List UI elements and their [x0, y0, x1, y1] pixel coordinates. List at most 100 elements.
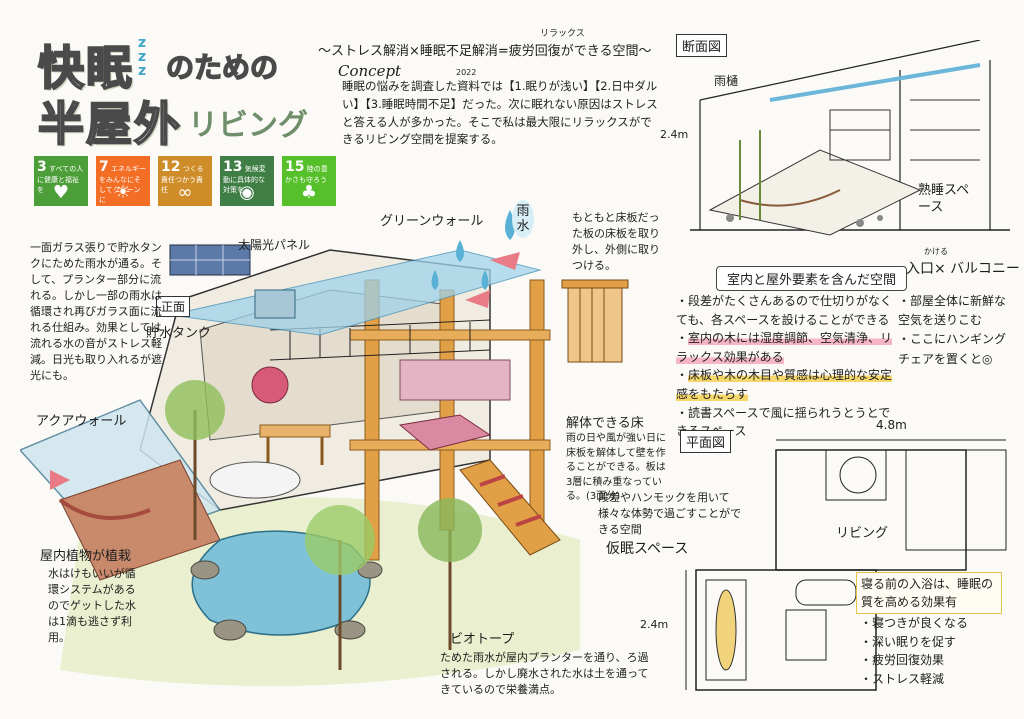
infinity-icon: ∞ — [177, 182, 193, 203]
plan-width-label: 4.8m — [876, 418, 907, 432]
bath-item-sleep-onset: 寝つきが良くなる — [872, 616, 969, 630]
sdg-15-number: 15 — [285, 159, 305, 175]
note-aqua-wall: 一面ガラス張りで貯水タンクにためた雨水が通る。そして、プランター部分に流れる。し… — [30, 241, 162, 382]
wooden-stairs — [459, 459, 561, 556]
wood-post-3 — [529, 279, 545, 541]
note-planter: 水はけもいいが循環システムがあるのでゲットした水は1滴も逃さず利用。 — [48, 567, 136, 644]
note-nap-space: 段差やハンモックを用いて様々な体勢で過ごすことができる空間 — [598, 491, 742, 536]
feature-item-steps: 段差がたくさんあるので仕切りがなくても、各スペースを設けることができる — [676, 294, 893, 327]
balcony-item-air: ・部屋全体に新鮮な空気を送りこむ — [898, 294, 1007, 328]
balcony-item-chair-text: ここにハンギングチェアを置くと◎ — [898, 332, 1007, 366]
trees — [165, 380, 482, 670]
features-list: ・段差がたくさんあるので仕切りがなくても、各スペースを設けることができる ・室内… — [676, 292, 900, 441]
sdg-13: 13 気候変動に具体的な対策を ◉ — [220, 156, 274, 206]
sun-icon: ☀ — [114, 182, 132, 203]
balcony-item-air-text: 部屋全体に新鮮な空気を送りこむ — [898, 294, 1007, 328]
plan-height-label: 2.4m — [640, 618, 669, 631]
dining-table — [259, 424, 331, 438]
feature-item: ・床板や木の木目や質感は心理的な安定感をもたらす — [676, 368, 893, 401]
bath-item: ・深い眠りを促す — [860, 634, 957, 649]
sdg-12: 12 つくる責任つかう責任 ∞ — [158, 156, 212, 206]
concept-body: 睡眠の悩みを調査した資料では【1.眠りが浅い】【2.日中ダルい】【3.睡眠時間不… — [342, 79, 658, 147]
bath-item: ・ストレス軽減 — [860, 671, 945, 686]
title-block: 快眠 z z z のための 半屋外 リビング — [37, 32, 318, 152]
sdg-3: 3 すべての人に健康と福祉を ♥ — [34, 156, 88, 206]
title-kaimin: 快眠 — [37, 40, 134, 96]
bath-item: ・疲労回復効果 — [860, 653, 945, 668]
bath-item-fatigue: 疲労回復効果 — [872, 653, 945, 668]
feature-item: ・室内の木には湿度調節、空気清浄、リラックス効果がある — [676, 331, 893, 364]
title-hanokugai: 半屋外 — [37, 96, 182, 152]
label-planter: 屋内植物が植栽 — [40, 549, 132, 564]
bath-item: ・寝つきが良くなる — [860, 616, 969, 630]
title-no-tame-no: のための — [165, 50, 279, 85]
flow-arrows — [50, 252, 520, 490]
plan-heading: 平面図 — [680, 430, 732, 453]
sdg-7-number: 7 — [99, 159, 109, 175]
sdg-3-number: 3 — [37, 159, 47, 175]
sdg-7: 7 エネルギーをみんなにそしてクリーンに ☀ — [96, 156, 150, 206]
hammock — [58, 498, 151, 520]
wood-beam-1 — [349, 329, 551, 341]
concept-year: 2022 — [456, 68, 477, 77]
concept-heading: Concept — [338, 62, 402, 80]
title-zzz: z z z — [138, 35, 147, 79]
sdg-7-text: エネルギーをみんなにそしてクリーンに — [99, 165, 146, 204]
label-water-tank: 貯水タンク — [146, 326, 212, 341]
section-sleep-label: 熟睡スペース — [918, 183, 970, 215]
section-heading: 断面図 — [676, 34, 728, 57]
bath-item-deep-sleep: 深い眠りを促す — [872, 634, 957, 649]
bath-item-stress: ストレス軽減 — [872, 671, 945, 686]
house-illustration — [20, 210, 580, 686]
solar-panel — [169, 244, 251, 276]
balcony-item-chair: ・ここにハンギングチェアを置くと◎ — [898, 332, 1007, 366]
water-tank — [254, 289, 296, 319]
balcony-heading: 入口× バルコニー — [906, 261, 1020, 277]
concept-subtitle: 〜ストレス解消×睡眠不足解消=疲労回復ができる空間〜 — [318, 44, 652, 59]
sdg-13-text: 気候変動に具体的な対策を — [223, 165, 266, 194]
sdg-13-number: 13 — [223, 159, 243, 175]
sdg-15: 15 陸の豊かさも守ろう ♣ — [282, 156, 336, 206]
bath-list: ・寝つきが良くなる ・深い眠りを促す ・疲労回復効果 ・ストレス軽減 — [860, 614, 1000, 688]
tree-icon: ♣ — [300, 182, 318, 203]
label-solar-panel: 太陽光パネル — [238, 238, 311, 252]
bed — [399, 359, 511, 401]
section-drawing — [690, 40, 1010, 236]
sdg-3-text: すべての人に健康と福祉を — [37, 165, 84, 194]
feature-item-tree: 室内の木には湿度調節、空気清浄、リラックス効果がある — [676, 331, 893, 364]
label-rain: 雨水 — [512, 200, 534, 238]
bath-heading-text: 寝る前の入浴は、睡眠の質を高める効果有 — [861, 577, 994, 609]
label-aqua-wall: アクアウォール — [36, 414, 127, 429]
balcony-list: ・部屋全体に新鮮な空気を送りこむ ・ここにハンギングチェアを置くと◎ — [898, 292, 1008, 369]
sdg-12-text: つくる責任つかう責任 — [161, 165, 204, 194]
note-floorboards: もともと床板だった板の床板を取り外し、外側に取りつける。 — [572, 211, 660, 272]
note-biotope: ためた雨水が屋内プランターを通り、ろ過される。しかし廃水された水は土を通ってきて… — [440, 651, 649, 696]
bathtub — [209, 461, 301, 499]
panel-drawing — [561, 279, 629, 363]
label-green-wall: グリーンウォール — [380, 214, 484, 229]
feature-item-wood: 床板や木の木目や質感は心理的な安定感をもたらす — [676, 368, 893, 401]
label-nap-space: 仮眠スペース — [606, 541, 689, 557]
note-removable-floor: 雨の日や風が強い日に床板を解体して壁を作ることができる。板は3層に積み重なってい… — [566, 433, 666, 502]
plan-living-label: リビング — [836, 526, 889, 541]
sdg-12-number: 12 — [161, 159, 181, 175]
bath-heading: 寝る前の入浴は、睡眠の質を高める効果有 — [856, 572, 1002, 614]
section-gutter-label: 雨樋 — [714, 74, 739, 88]
feature-item: ・段差がたくさんあるので仕切りがなくても、各スペースを設けることができる — [676, 294, 893, 327]
wood-post-2 — [439, 289, 455, 531]
sdg-icons: 3 すべての人に健康と福祉を ♥ 7 エネルギーをみんなにそしてクリーンに ☀ … — [34, 156, 336, 208]
title-living: リビング — [188, 108, 308, 143]
rug — [398, 414, 492, 451]
label-biotope: ビオトープ — [450, 632, 515, 647]
section-height-label: 2.4m — [660, 128, 689, 141]
label-floor: 解体できる床 — [566, 416, 644, 431]
label-front: 正面 — [156, 296, 191, 317]
cushion — [251, 366, 289, 404]
balcony-ruby: かける — [924, 247, 948, 256]
pond-stones — [190, 560, 383, 641]
globe-eye-icon: ◉ — [239, 182, 255, 203]
sdg-15-text: 陸の豊かさも守ろう — [285, 165, 328, 184]
heartbeat-icon: ♥ — [52, 182, 70, 203]
concept-ruby: リラックス — [540, 29, 585, 39]
features-heading: 室内と屋外要素を含んだ空間 — [716, 266, 908, 291]
